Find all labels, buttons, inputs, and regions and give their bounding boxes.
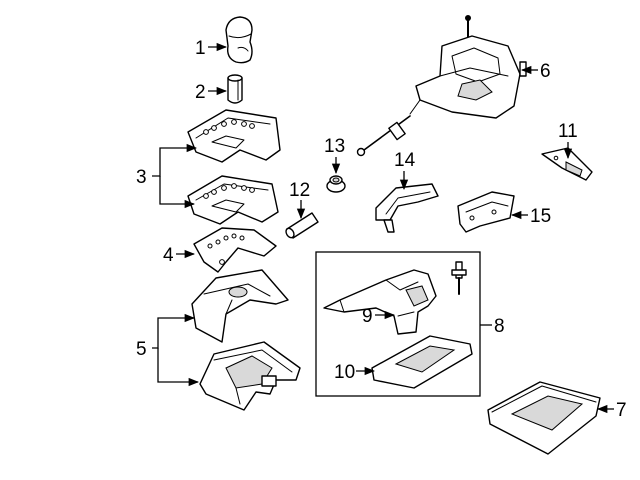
svg-text:4: 4 xyxy=(163,245,174,266)
callout-1: 1 xyxy=(195,38,228,59)
assembly-box-8 xyxy=(315,251,481,397)
part-5-lower-base[interactable] xyxy=(199,341,301,411)
part-9-stud[interactable] xyxy=(451,261,467,295)
part-14-lever[interactable] xyxy=(375,183,439,233)
callout-5: 5 xyxy=(136,313,200,387)
svg-text:9: 9 xyxy=(362,306,373,327)
svg-text:1: 1 xyxy=(195,38,206,59)
svg-text:12: 12 xyxy=(289,180,310,201)
callout-8: 8 xyxy=(480,316,505,337)
part-5-upper-cover[interactable] xyxy=(191,269,289,343)
part-13-grommet[interactable] xyxy=(326,175,346,193)
svg-text:2: 2 xyxy=(195,82,206,103)
callout-12: 12 xyxy=(289,180,310,220)
part-3-indicator-bezel-upper[interactable] xyxy=(187,109,281,163)
part-6-shifter-assembly[interactable] xyxy=(356,15,527,157)
part-1-shift-knob[interactable] xyxy=(225,16,253,64)
part-3-indicator-bezel-lower[interactable] xyxy=(187,175,279,225)
callout-4: 4 xyxy=(163,245,196,266)
svg-text:15: 15 xyxy=(530,206,551,227)
svg-text:11: 11 xyxy=(558,121,578,142)
part-2-sleeve[interactable] xyxy=(227,74,243,104)
callout-10: 10 xyxy=(334,362,376,383)
callout-13: 13 xyxy=(324,136,345,175)
svg-text:13: 13 xyxy=(324,136,345,157)
callout-6: 6 xyxy=(520,61,551,82)
callout-3: 3 xyxy=(136,143,198,209)
callout-9: 9 xyxy=(362,306,396,327)
part-15-bracket-plate[interactable] xyxy=(457,191,515,233)
callout-7: 7 xyxy=(596,400,627,421)
callout-11: 11 xyxy=(558,121,578,160)
svg-text:6: 6 xyxy=(540,61,551,82)
svg-text:7: 7 xyxy=(616,400,627,421)
part-7-console-trim[interactable] xyxy=(487,381,601,455)
callout-14: 14 xyxy=(394,150,416,191)
part-11-bracket[interactable] xyxy=(541,147,593,181)
part-9-brake-lever[interactable] xyxy=(323,269,437,335)
callout-2: 2 xyxy=(195,82,228,103)
svg-text:3: 3 xyxy=(136,167,147,188)
callout-15: 15 xyxy=(510,206,551,227)
part-4-slide-plate[interactable] xyxy=(193,227,277,273)
svg-text:5: 5 xyxy=(136,339,147,360)
svg-text:8: 8 xyxy=(494,316,505,337)
part-10-lever-bezel[interactable] xyxy=(371,335,473,389)
svg-text:10: 10 xyxy=(334,362,355,383)
svg-text:14: 14 xyxy=(394,150,416,171)
